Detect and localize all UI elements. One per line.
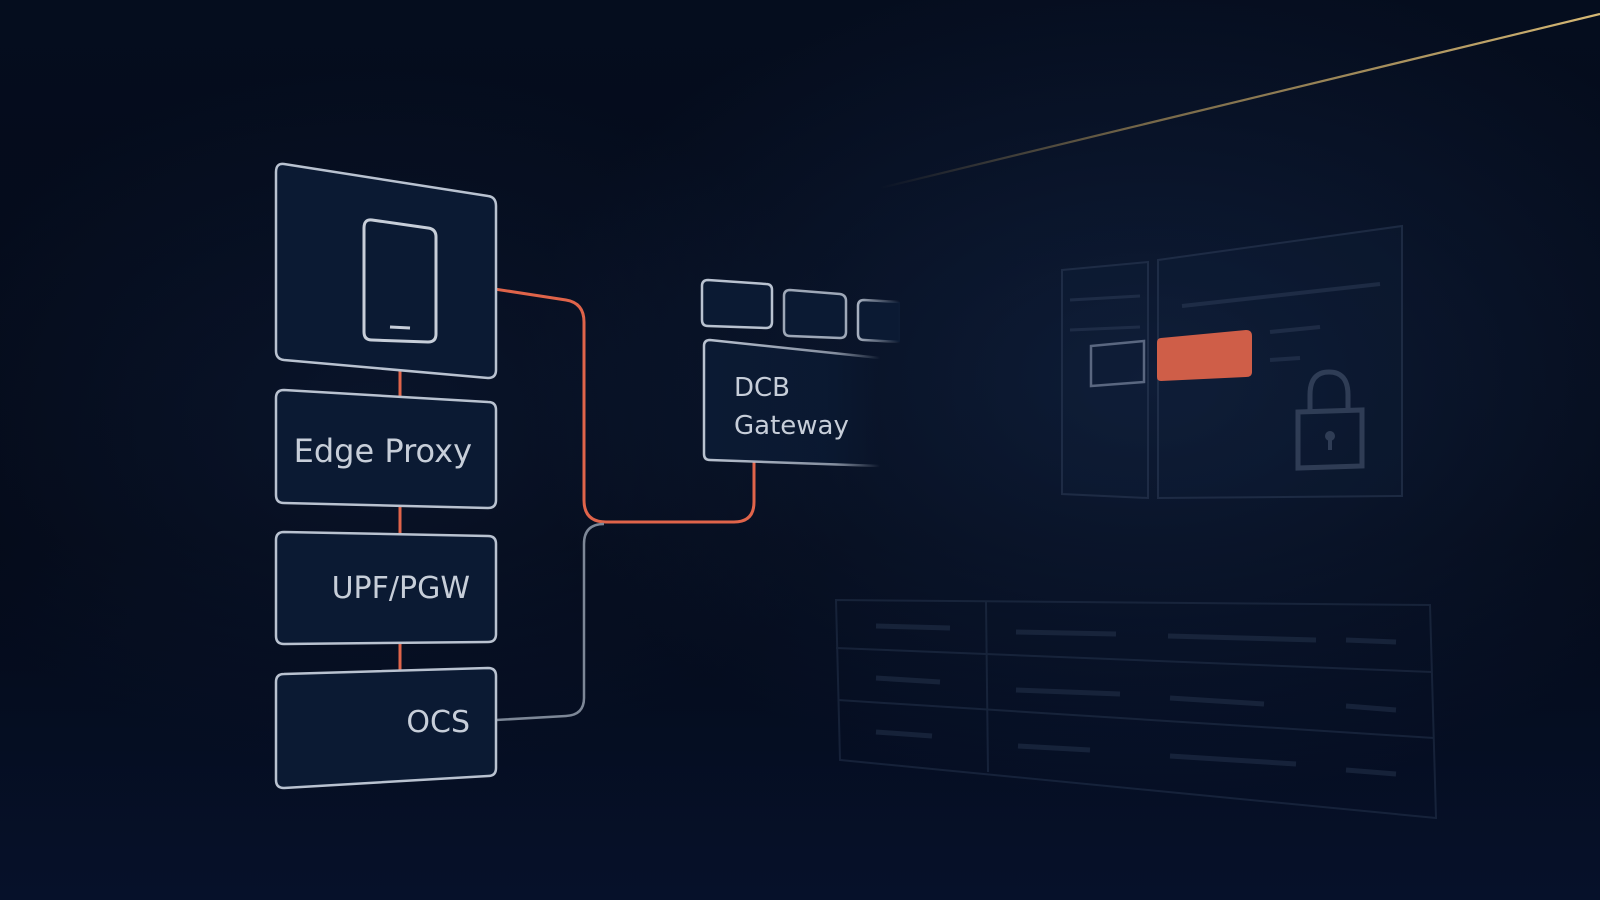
dcb-gateway-node[interactable]: DCB Gateway	[702, 338, 881, 468]
background-text-line	[1269, 356, 1301, 362]
dcb-gateway-node-box	[702, 338, 881, 468]
background-sidebar-line	[1069, 294, 1141, 302]
dcb-gateway-node-fill	[704, 340, 880, 466]
gateway-tab-2[interactable]	[782, 288, 848, 340]
dcb-gateway-label-line1: DCB	[734, 373, 790, 403]
background-app-window	[1061, 224, 1403, 500]
background-header-line	[1181, 282, 1381, 308]
gateway-tab-1[interactable]	[700, 278, 774, 330]
mobile-phone-icon	[362, 218, 438, 344]
edge-proxy-node-box	[274, 388, 498, 510]
edge-proxy-label: Edge Proxy	[294, 432, 472, 470]
edge-proxy-node[interactable]: Edge Proxy	[274, 388, 498, 510]
gateway-tabs	[700, 278, 902, 344]
upf-pgw-node-box	[274, 530, 498, 646]
background-sidebar-line	[1069, 325, 1141, 332]
lock-icon	[1295, 369, 1365, 471]
gateway-tab-3[interactable]	[856, 298, 902, 344]
device-node[interactable]	[274, 162, 498, 380]
background-sidebar-panel	[1061, 260, 1149, 500]
gold-accent-line	[879, 12, 1600, 190]
background-primary-button	[1157, 330, 1252, 381]
ocs-label: OCS	[406, 705, 470, 740]
upf-pgw-label: UPF/PGW	[332, 571, 470, 606]
connector-device-to-dcb-gateway	[435, 278, 756, 524]
background-main-panel	[1157, 224, 1403, 500]
dcb-gateway-label-line2: Gateway	[734, 411, 849, 441]
connector-ocs-to-gateway	[495, 522, 605, 722]
upf-pgw-node[interactable]: UPF/PGW	[274, 530, 498, 646]
ocs-node[interactable]: OCS	[274, 666, 498, 790]
background-data-table	[834, 598, 1438, 820]
background-button-outline	[1089, 339, 1146, 388]
background-text-line	[1269, 325, 1321, 334]
ocs-node-box	[274, 666, 498, 790]
